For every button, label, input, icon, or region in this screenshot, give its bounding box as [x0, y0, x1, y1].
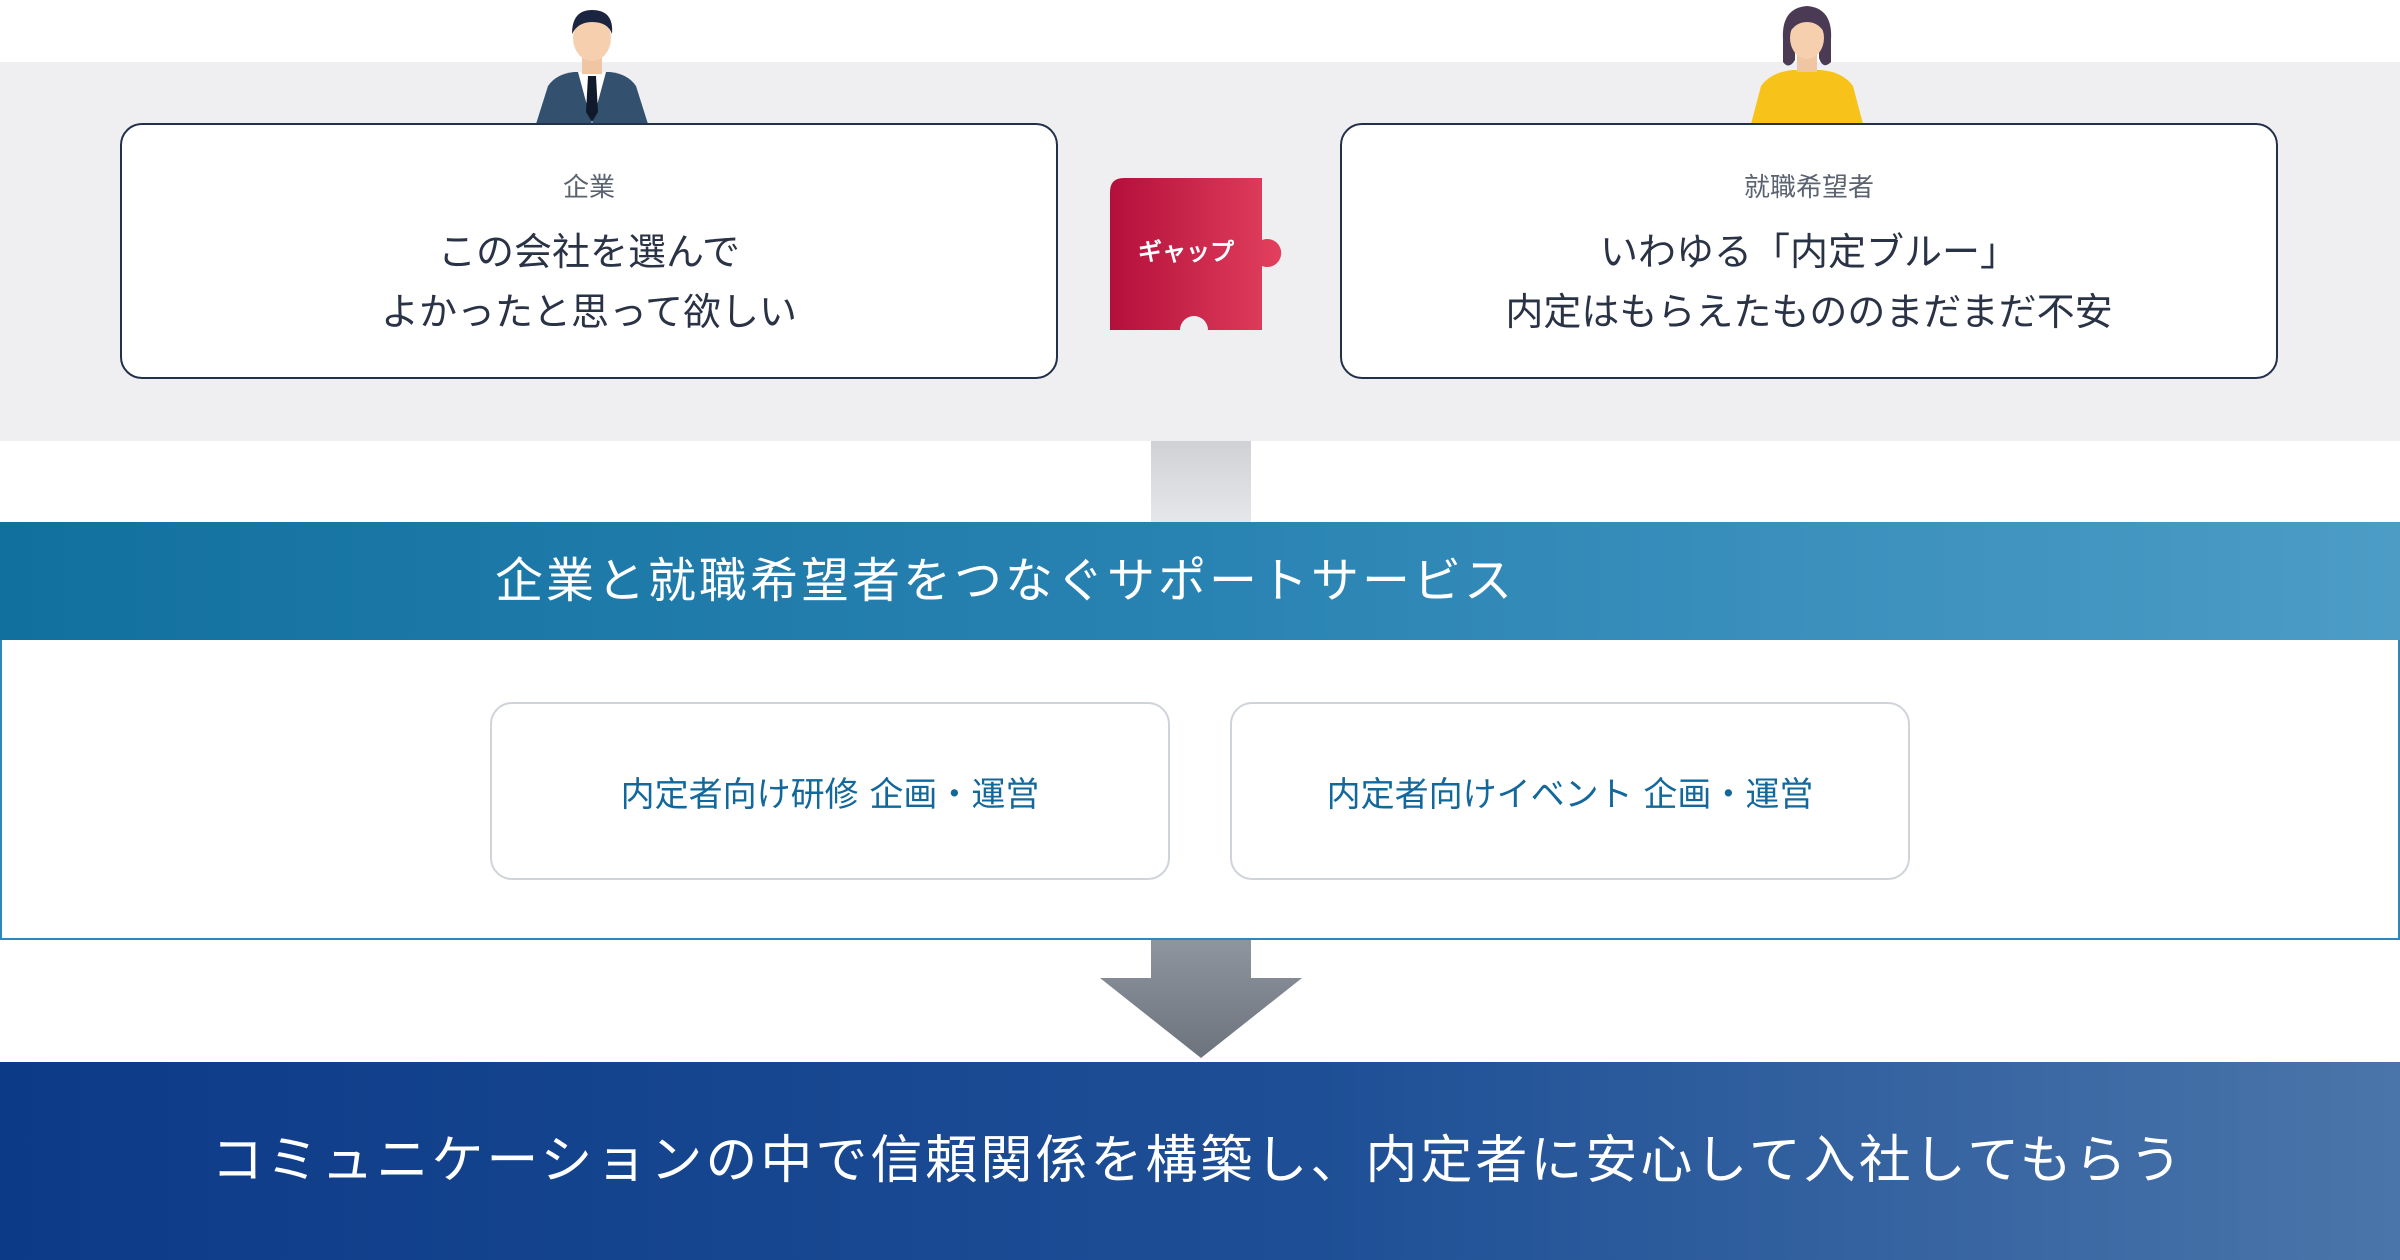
company-label: 企業 [562, 173, 615, 203]
service-item-label: 内定者向け研修 企画・運営 [620, 774, 1040, 815]
service-title-bar: 企業と就職希望者をつなぐサポートサービス [0, 522, 2400, 640]
connector-bar [1151, 441, 1251, 523]
businessman-icon [530, 0, 654, 124]
woman-icon [1745, 0, 1869, 124]
service-item-event: 内定者向けイベント 企画・運営 [1230, 702, 1910, 880]
company-message: この会社を選んで よかったと思って欲しい [122, 222, 1056, 342]
applicant-label: 就職希望者 [1743, 173, 1874, 203]
service-item-label: 内定者向けイベント 企画・運営 [1326, 774, 1814, 815]
applicant-message-line1: いわゆる「内定ブルー」 [1599, 230, 2018, 274]
result-text: コミュニケーションの中で信頼関係を構築し、内定者に安心して入社してもらう [211, 1131, 2185, 1191]
service-item-training: 内定者向け研修 企画・運営 [490, 702, 1170, 880]
applicant-card: 就職希望者 いわゆる「内定ブルー」 内定はもらえたもののまだまだ不安 [1340, 123, 2278, 379]
down-arrow-icon [1100, 940, 1302, 1058]
gap-label: ギャップ [1138, 238, 1234, 266]
result-banner: コミュニケーションの中で信頼関係を構築し、内定者に安心して入社してもらう [0, 1062, 2400, 1260]
company-message-line2: よかったと思って欲しい [380, 290, 798, 334]
company-message-line1: この会社を選んで [437, 230, 741, 274]
applicant-message: いわゆる「内定ブルー」 内定はもらえたもののまだまだ不安 [1342, 222, 2276, 342]
applicant-message-line2: 内定はもらえたもののまだまだ不安 [1505, 290, 2113, 334]
company-card: 企業 この会社を選んで よかったと思って欲しい [120, 123, 1058, 379]
service-title: 企業と就職希望者をつなぐサポートサービス [494, 553, 1515, 609]
puzzle-piece-icon [1110, 178, 1292, 330]
